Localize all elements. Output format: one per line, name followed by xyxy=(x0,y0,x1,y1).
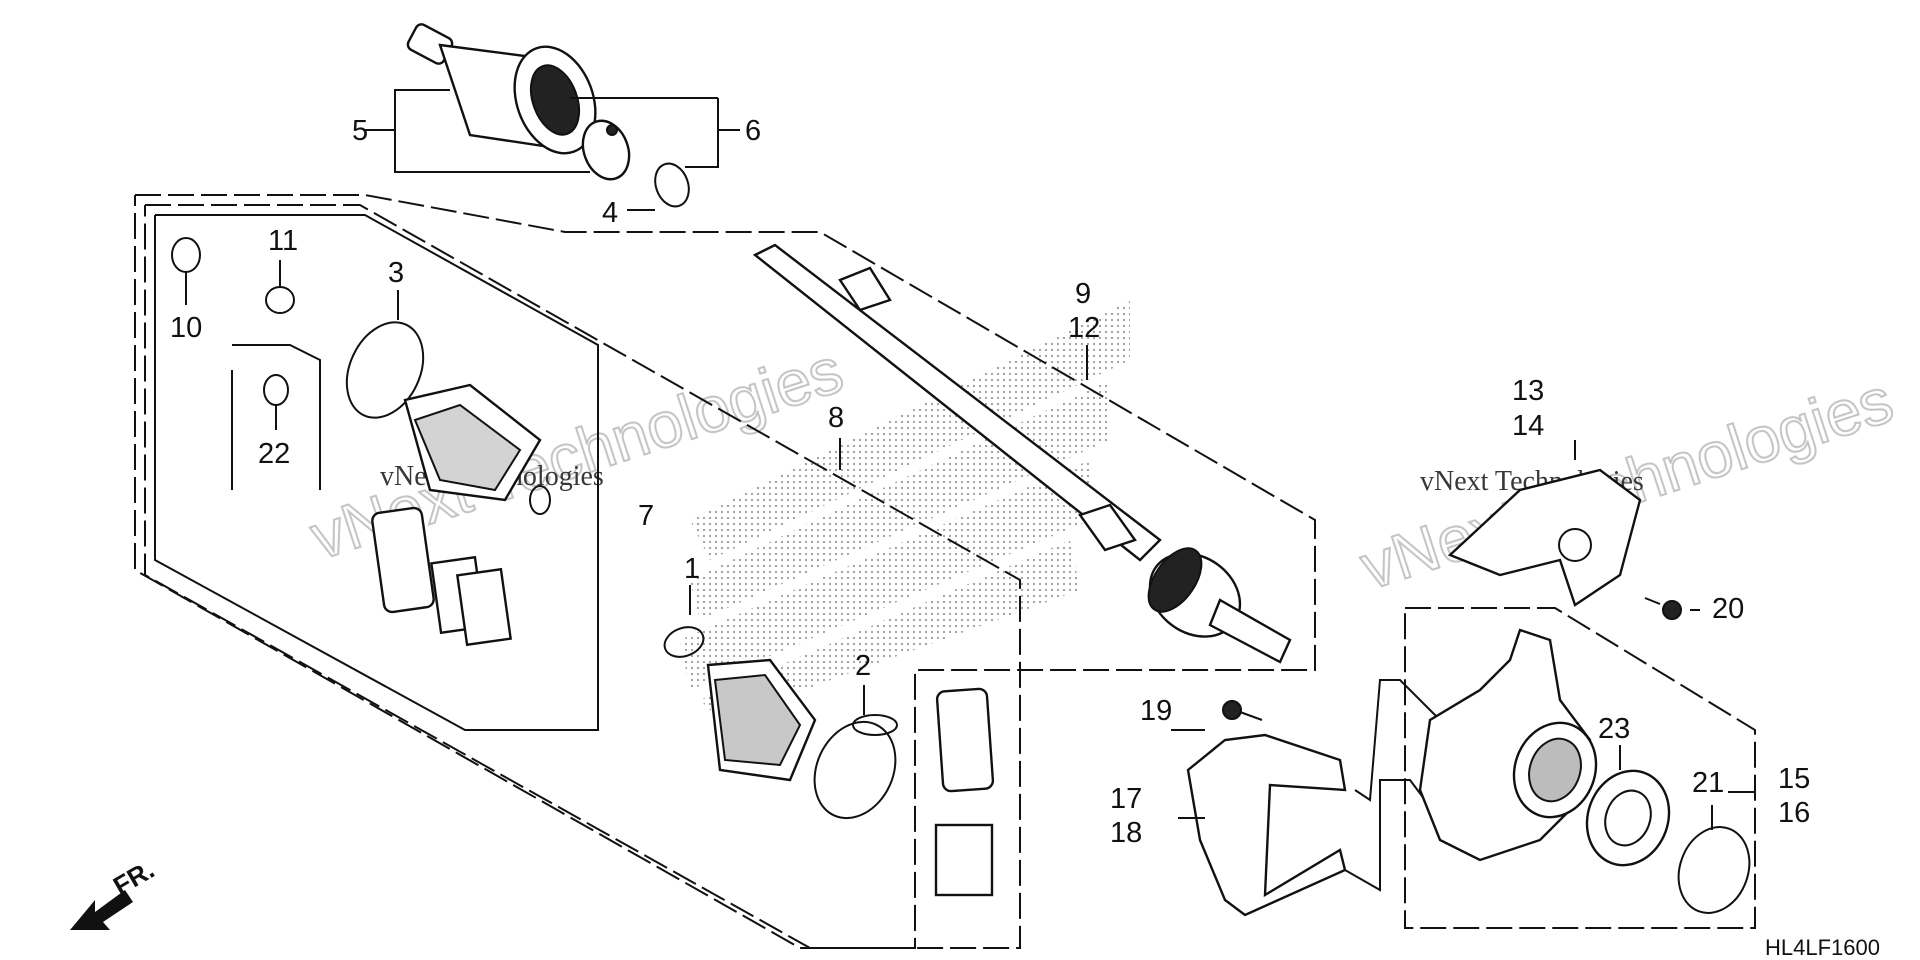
callout-4: 4 xyxy=(602,197,618,229)
boot-kit-bracket xyxy=(154,214,599,731)
callout-2: 2 xyxy=(855,650,871,682)
watermark-text: vNext Technologies vNext Technologies vN… xyxy=(301,333,1902,605)
callout-14: 14 xyxy=(1512,410,1544,442)
splash-guard xyxy=(1447,440,1642,607)
grease-packets-left xyxy=(371,506,513,647)
front-direction-label: FR. xyxy=(108,854,159,901)
callout-labels: 5 6 4 10 11 3 22 7 8 9 12 1 2 13 14 20 1… xyxy=(170,115,1810,849)
callout-1: 1 xyxy=(684,553,700,585)
circlip xyxy=(1677,826,1751,914)
callout-8: 8 xyxy=(828,402,844,434)
leader-lines xyxy=(185,260,1755,830)
bolts xyxy=(1222,597,1682,721)
callout-9: 9 xyxy=(1075,278,1091,310)
front-direction-arrow: FR. xyxy=(70,854,159,930)
half-shaft xyxy=(752,243,1292,664)
callout-19: 19 xyxy=(1140,695,1172,727)
steering-knuckle xyxy=(1418,628,1598,862)
inner-cv-joint xyxy=(406,23,690,208)
callout-10: 10 xyxy=(170,312,202,344)
callout-18: 18 xyxy=(1110,817,1142,849)
callout-7: 7 xyxy=(638,500,654,532)
callout-16: 16 xyxy=(1778,797,1810,829)
callout-21: 21 xyxy=(1692,767,1724,799)
callout-5: 5 xyxy=(352,115,368,147)
callout-leaders-5-6 xyxy=(365,89,740,211)
callout-3: 3 xyxy=(388,257,404,289)
lower-arm-bracket xyxy=(1186,679,1441,917)
callout-20: 20 xyxy=(1712,593,1744,625)
callout-6: 6 xyxy=(745,115,761,147)
center-boot-kit xyxy=(663,626,898,820)
callout-11: 11 xyxy=(268,225,298,257)
kit-boundary-outlines xyxy=(134,194,1756,949)
callout-22: 22 xyxy=(258,438,290,470)
callout-23: 23 xyxy=(1598,713,1630,745)
diagram-code: HL4LF1600 xyxy=(1765,935,1880,960)
callout-15: 15 xyxy=(1778,763,1810,795)
callout-13: 13 xyxy=(1512,375,1544,407)
left-boot-kit xyxy=(171,237,551,515)
callout-17: 17 xyxy=(1110,783,1142,815)
grease-packets-center xyxy=(934,687,995,897)
wheel-bearing xyxy=(1585,769,1671,867)
callout-12: 12 xyxy=(1068,312,1100,344)
watermark-wing-logo xyxy=(680,300,1130,720)
